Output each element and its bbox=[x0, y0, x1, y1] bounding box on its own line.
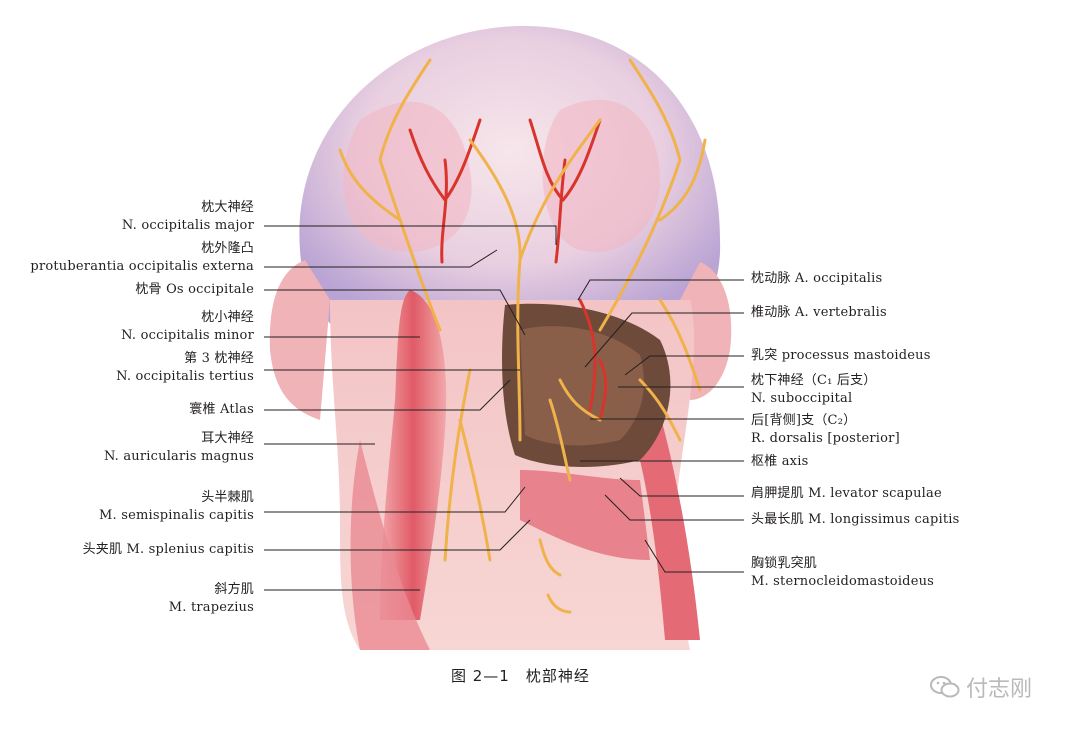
label-zh: 后[背侧]支（C₂） bbox=[751, 413, 857, 428]
label-processus-mastoideus: 乳突 processus mastoideus bbox=[751, 347, 931, 365]
label-zh: 胸锁乳突肌 bbox=[751, 556, 818, 571]
label-os-occipitale: 枕骨 Os occipitale bbox=[135, 281, 254, 299]
label-r-dorsalis: 后[背侧]支（C₂） R. dorsalis [posterior] bbox=[751, 412, 900, 448]
label-latin: protuberantia occipitalis externa bbox=[30, 259, 254, 274]
label-zh: 椎动脉 A. vertebralis bbox=[751, 305, 887, 320]
trapezius-muscle bbox=[350, 440, 430, 650]
label-zh: 枕外隆凸 bbox=[201, 241, 254, 256]
label-zh: 头夹肌 M. splenius capitis bbox=[82, 542, 254, 557]
label-a-occipitalis: 枕动脉 A. occipitalis bbox=[751, 270, 882, 288]
label-zh: 斜方肌 bbox=[214, 582, 254, 597]
label-latin: N. suboccipital bbox=[751, 391, 853, 406]
label-latin: N. occipitalis minor bbox=[121, 328, 254, 343]
label-latin: N. occipitalis major bbox=[121, 218, 254, 233]
label-zh: 头半棘肌 bbox=[201, 490, 254, 505]
label-semispinalis-capitis: 头半棘肌 M. semispinalis capitis bbox=[99, 489, 254, 525]
label-occipitalis-tertius: 第 3 枕神经 N. occipitalis tertius bbox=[116, 350, 254, 386]
label-zh: 枢椎 axis bbox=[751, 454, 809, 469]
label-latin: M. sternocleidomastoideus bbox=[751, 574, 935, 589]
label-zh: 枕大神经 bbox=[201, 200, 254, 215]
left-ear bbox=[269, 260, 330, 420]
watermark-text: 付志刚 bbox=[966, 677, 1033, 702]
label-latin: N. occipitalis tertius bbox=[116, 369, 254, 384]
label-atlas: 寰椎 Atlas bbox=[189, 401, 254, 419]
label-zh: 耳大神经 bbox=[201, 431, 254, 446]
wechat-icon bbox=[930, 676, 960, 698]
watermark: 付志刚 bbox=[930, 671, 1032, 703]
figure-number: 图 2—1 bbox=[451, 667, 510, 685]
nerve-branches bbox=[338, 58, 707, 614]
semispinalis-muscle bbox=[520, 470, 650, 560]
label-longissimus-capitis: 头最长肌 M. longissimus capitis bbox=[751, 511, 960, 529]
label-zh: 乳突 processus mastoideus bbox=[751, 348, 931, 363]
label-occipitalis-major: 枕大神经 N. occipitalis major bbox=[122, 199, 254, 235]
label-latin: R. dorsalis [posterior] bbox=[751, 431, 900, 446]
label-latin: N. auricularis magnus bbox=[103, 449, 254, 464]
label-axis: 枢椎 axis bbox=[751, 453, 808, 471]
leader-lines bbox=[264, 225, 744, 591]
label-occipitalis-minor: 枕小神经 N. occipitalis minor bbox=[121, 309, 254, 345]
label-protuberantia: 枕外隆凸 protuberantia occipitalis externa bbox=[30, 240, 254, 276]
label-auricularis-magnus: 耳大神经 N. auricularis magnus bbox=[104, 430, 254, 466]
label-zh: 枕骨 Os occipitale bbox=[135, 282, 254, 297]
label-zh: 枕小神经 bbox=[201, 310, 254, 325]
label-zh: 头最长肌 M. longissimus capitis bbox=[751, 512, 960, 527]
label-a-vertebralis: 椎动脉 A. vertebralis bbox=[751, 304, 887, 322]
figure-caption: 图 2—1 枕部神经 bbox=[451, 665, 590, 686]
label-latin: M. semispinalis capitis bbox=[99, 508, 254, 523]
label-levator-scapulae: 肩胛提肌 M. levator scapulae bbox=[751, 485, 942, 503]
label-splenius-capitis: 头夹肌 M. splenius capitis bbox=[83, 541, 254, 559]
splenius-muscle bbox=[380, 290, 447, 620]
label-zh: 枕下神经（C₁ 后支） bbox=[751, 373, 877, 388]
figure-title: 枕部神经 bbox=[525, 667, 590, 685]
label-zh: 肩胛提肌 M. levator scapulae bbox=[751, 486, 942, 501]
label-latin: M. trapezius bbox=[168, 600, 254, 615]
label-zh: 寰椎 Atlas bbox=[189, 402, 254, 417]
label-zh: 第 3 枕神经 bbox=[184, 351, 254, 366]
label-sternocleidomastoideus: 胸锁乳突肌 M. sternocleidomastoideus bbox=[751, 555, 934, 591]
label-trapezius: 斜方肌 M. trapezius bbox=[169, 581, 254, 617]
scalp-pink bbox=[343, 101, 472, 252]
label-suboccipital: 枕下神经（C₁ 后支） N. suboccipital bbox=[751, 372, 877, 408]
label-zh: 枕动脉 A. occipitalis bbox=[751, 271, 883, 286]
